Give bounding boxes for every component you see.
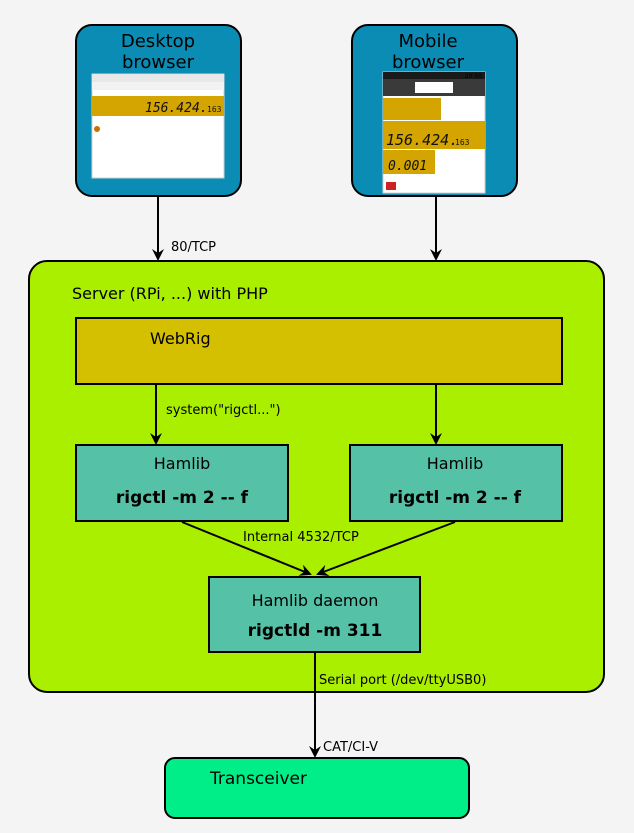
connectors	[150, 197, 456, 758]
label-system-rigctl: system("rigctl...")	[166, 403, 281, 418]
mobile-title-line2: browser	[392, 52, 465, 73]
mobile-browser: Mobile browser 20:50 156.424. 163 0.001	[351, 24, 518, 197]
arrow-hamlib-left-to-daemon	[181, 521, 312, 576]
mobile-screen-frequency: 156.424.	[386, 131, 458, 149]
label-cat-civ: CAT/CI-V	[323, 740, 378, 755]
daemon-command: rigctld -m 311	[248, 621, 383, 641]
server-label: Server (RPi, ...) with PHP	[72, 284, 268, 303]
desktop-screenshot: 156.424. 163	[91, 73, 225, 179]
hamlib-left-title: Hamlib	[154, 454, 210, 473]
hamlib-left-command: rigctl -m 2 -- f	[116, 488, 249, 508]
daemon-title: Hamlib daemon	[252, 591, 379, 610]
webrig-box: WebRig	[75, 317, 563, 385]
hamlib-right-box: Hamlib rigctl -m 2 -- f	[349, 444, 563, 522]
label-serial-port: Serial port (/dev/ttyUSB0)	[319, 673, 486, 688]
transceiver-label: Transceiver	[209, 769, 307, 789]
desktop-title-line1: Desktop	[121, 31, 195, 52]
desktop-screen-frequency: 156.424.	[145, 101, 208, 116]
desktop-screen-icon	[94, 126, 100, 132]
mobile-status-time: 20:50	[465, 73, 482, 80]
hamlib-daemon-box: Hamlib daemon rigctld -m 311	[208, 576, 421, 653]
desktop-screen-frequency-small: 163	[207, 105, 222, 114]
label-internal-4532: Internal 4532/TCP	[243, 530, 359, 545]
hamlib-right-command: rigctl -m 2 -- f	[389, 488, 522, 508]
webrig-label: WebRig	[150, 329, 211, 348]
label-80-tcp: 80/TCP	[171, 240, 216, 255]
transceiver-box: Transceiver	[164, 757, 470, 819]
desktop-browser: Desktop browser 156.424. 163	[75, 24, 242, 197]
mobile-title-line1: Mobile	[398, 31, 457, 52]
hamlib-left-box: Hamlib rigctl -m 2 -- f	[75, 444, 289, 522]
arrow-hamlib-right-to-daemon	[316, 521, 456, 577]
desktop-title-line2: browser	[122, 52, 195, 73]
mobile-screen-icon	[386, 182, 396, 190]
mobile-screen-frequency-2: 0.001	[388, 159, 427, 174]
mobile-screenshot: 20:50 156.424. 163 0.001	[382, 71, 486, 194]
mobile-screen-frequency-small: 163	[455, 138, 470, 147]
hamlib-right-title: Hamlib	[427, 454, 483, 473]
